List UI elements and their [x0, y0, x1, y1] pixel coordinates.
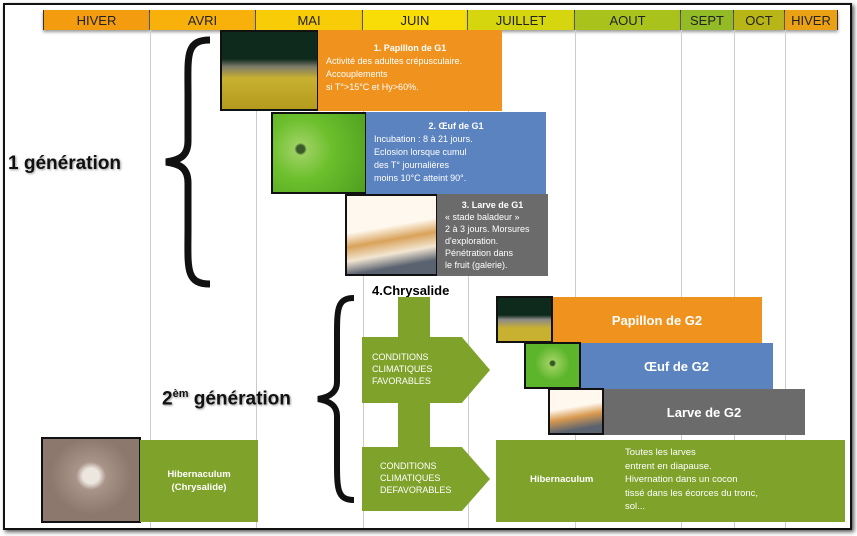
text-line: moins 10°C atteint 90°.: [374, 173, 467, 183]
month-divider: [256, 30, 257, 528]
papillon-g1-title: 1. Papillon de G1: [373, 43, 447, 53]
chrysalide-label: 4.Chrysalide: [372, 283, 450, 298]
diagram-frame: [3, 3, 852, 530]
gen1-label: 1 génération: [8, 153, 121, 174]
oeuf-g1-title: 2. Œuf de G1: [428, 121, 484, 131]
text-line: « stade baladeur »: [445, 212, 520, 222]
oeuf-g2-box: Œuf de G2: [580, 343, 773, 389]
month-6: SEPT: [681, 10, 734, 30]
month-5: AOUT: [575, 10, 681, 30]
month-8: HIVER: [785, 10, 838, 30]
oeuf-g1-box: 2. Œuf de G1 Incubation : 8 à 21 jours. …: [366, 112, 546, 194]
hibernaculum-left-box: Hibernaculum(Chrysalide): [140, 440, 258, 522]
month-3: JUIN: [363, 10, 468, 30]
papillon-g1-photo: [220, 30, 319, 111]
month-divider: [468, 30, 469, 528]
hibernaculum-photo: [41, 437, 141, 523]
text-line: le fruit (galerie).: [445, 260, 508, 270]
month-divider: [681, 30, 682, 528]
month-0: HIVER: [43, 10, 150, 30]
month-divider: [150, 30, 151, 528]
papillon-g2-photo: [496, 296, 553, 343]
text-line: Activité des adultes crépusculaire.: [326, 56, 463, 66]
oeuf-g2-photo: [524, 342, 581, 389]
larve-g2-box: Larve de G2: [603, 389, 805, 435]
larve-g2-photo: [548, 388, 604, 435]
month-divider: [575, 30, 576, 528]
month-4: JUILLET: [468, 10, 575, 30]
gen1-brace-icon: [165, 36, 211, 288]
larve-g1-box: 3. Larve de G1 « stade baladeur » 2 à 3 …: [437, 194, 548, 276]
text-line: Pénétration dans: [445, 248, 514, 258]
month-2: MAI: [256, 10, 363, 30]
text-line: 2 à 3 jours. Morsures: [445, 224, 530, 234]
larve-g1-photo: [345, 194, 438, 276]
month-divider: [785, 30, 786, 528]
papillon-g1-box: 1. Papillon de G1 Activité des adultes c…: [318, 30, 502, 111]
month-1: AVRI: [150, 10, 256, 30]
text-line: Eclosion lorsque cumul: [374, 147, 467, 157]
month-7: OCT: [734, 10, 785, 30]
larve-g1-title: 3. Larve de G1: [461, 200, 524, 210]
text-line: si T°>15°C et Hy>60%.: [326, 82, 419, 92]
oeuf-g1-photo: [271, 112, 367, 194]
text-line: d'exploration.: [445, 236, 499, 246]
gen2-brace-icon: [317, 295, 355, 503]
text-line: Accouplements: [326, 69, 388, 79]
text-line: Incubation : 8 à 21 jours.: [374, 134, 473, 144]
papillon-g2-box: Papillon de G2: [552, 297, 762, 343]
hibernaculum-title: Hibernaculum: [530, 474, 594, 485]
month-divider: [363, 30, 364, 528]
text-line: des T° journalières: [374, 160, 449, 170]
gen2-label: 2èm génération: [162, 388, 291, 410]
month-divider: [734, 30, 735, 528]
